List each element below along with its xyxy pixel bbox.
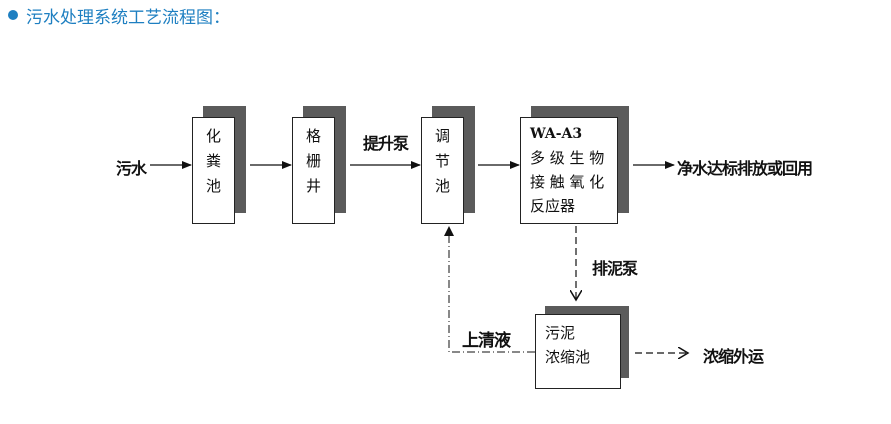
- title-text: 污水处理系统工艺流程图：: [26, 7, 230, 28]
- sludge-out-label: 浓缩外运: [703, 347, 764, 366]
- node-text: WA-A3: [530, 126, 583, 142]
- node-text: 粪: [205, 152, 221, 170]
- node-text: 井: [305, 177, 321, 195]
- node-text: 格: [305, 127, 321, 145]
- node-septic: 化 粪 池: [192, 106, 247, 224]
- bullet-icon: [8, 10, 18, 20]
- node-screen: 格 栅 井: [292, 106, 347, 224]
- node-text: 池: [205, 177, 221, 195]
- input-label: 污水: [116, 159, 147, 178]
- node-text: 多 级 生 物: [530, 149, 605, 167]
- supernatant-label: 上清液: [462, 331, 511, 351]
- node-text: 池: [434, 177, 450, 195]
- node-text: 栅: [305, 152, 321, 170]
- node-text: 反应器: [530, 197, 576, 215]
- lift-pump-label: 提升泵: [363, 134, 409, 153]
- sludge-pump-label: 排泥泵: [592, 259, 638, 278]
- node-text: 污泥: [545, 324, 576, 342]
- node-text: 节: [434, 152, 450, 170]
- node-equalization: 调 节 池: [421, 106, 476, 224]
- node-text: 浓缩池: [545, 348, 591, 366]
- page-title: 污水处理系统工艺流程图：: [8, 3, 230, 28]
- node-reactor: WA-A3 多 级 生 物 接 触 氧 化 反应器: [520, 106, 629, 224]
- node-sludge: 污泥 浓缩池: [535, 306, 630, 389]
- arrow-supernatant-head: [444, 226, 454, 236]
- output-label: 净水达标排放或回用: [677, 159, 813, 178]
- node-text: 接 触 氧 化: [530, 173, 605, 191]
- line-supernatant: [448, 232, 535, 353]
- node-text: 调: [434, 127, 450, 145]
- node-text: 化: [205, 127, 221, 145]
